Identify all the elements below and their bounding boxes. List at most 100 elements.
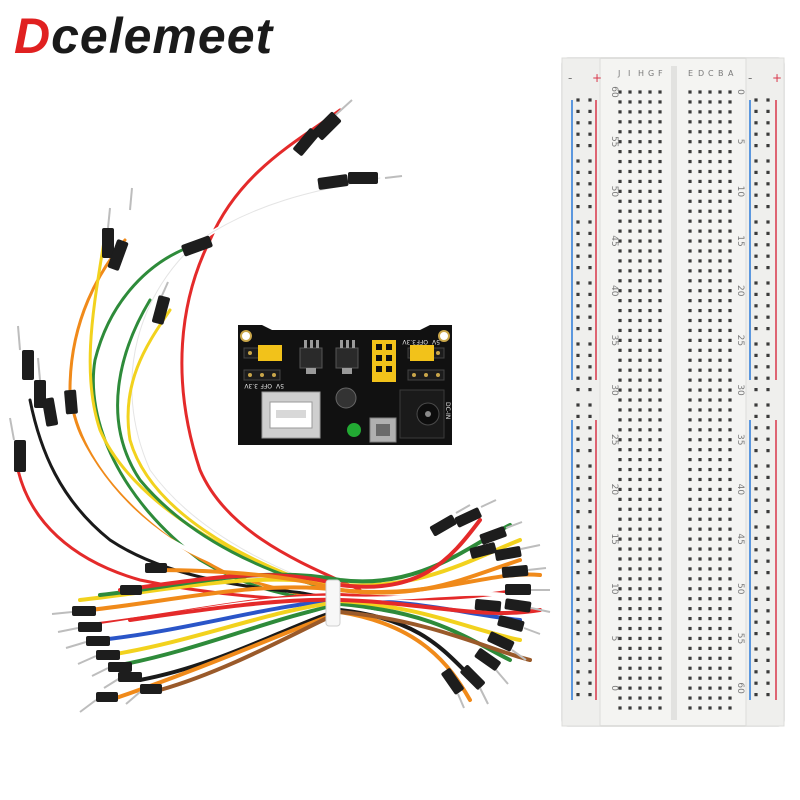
breadboard-hole [728,110,732,114]
breadboard-hole [628,636,632,641]
breadboard-hole [718,209,722,213]
breadboard-hole [638,537,642,541]
breadboard-hole [698,497,702,501]
breadboard-hole [638,607,642,611]
breadboard-hole [648,179,652,184]
breadboard-hole [628,696,632,700]
breadboard-hole [618,169,622,174]
rail-hole [588,586,592,590]
breadboard-hole [658,577,662,581]
breadboard-hole [638,616,642,621]
breadboard-hole [728,577,732,581]
column-number-right: 0 [735,89,745,95]
breadboard-hole [688,318,692,323]
breadboard-hole [658,567,662,571]
rail-hole [766,388,770,392]
rail-hole [754,98,758,102]
breadboard-hole [618,458,622,462]
rail-hole [576,437,580,441]
breadboard-hole [638,299,642,303]
breadboard-hole [698,378,702,382]
breadboard-hole [648,289,652,293]
breadboard-hole [638,269,642,273]
breadboard-hole [618,676,622,680]
rail-plus-left: + [592,71,602,85]
breadboard-hole [638,497,642,501]
breadboard-hole [698,269,702,273]
breadboard-hole [728,418,732,422]
breadboard-hole [658,686,662,690]
breadboard-hole [698,189,702,193]
rail-hole [766,475,770,479]
breadboard-hole [618,289,622,293]
rail-hole [766,254,770,258]
breadboard-hole [628,169,632,174]
breadboard-hole [718,646,722,650]
breadboard-hole [718,418,722,422]
breadboard-hole [698,676,702,680]
breadboard-hole [708,656,712,660]
rail-hole [754,525,758,529]
breadboard-hole [708,607,712,611]
rail-hole [576,681,580,685]
breadboard-hole [648,368,652,372]
breadboard-hole [708,199,712,203]
breadboard-hole [638,358,642,362]
breadboard-hole [698,308,702,313]
breadboard-hole [658,120,662,124]
rail-hole [576,510,580,514]
breadboard-hole [688,547,692,551]
breadboard-hole [728,299,732,303]
breadboard-hole [648,577,652,581]
breadboard-hole [718,587,722,591]
breadboard-hole [688,636,692,641]
breadboard-hole [658,398,662,402]
breadboard-hole [658,467,662,472]
breadboard-hole [618,209,622,213]
breadboard-hole [658,537,662,541]
breadboard-hole [638,408,642,412]
rail-hole [576,670,580,674]
breadboard-hole [718,130,722,134]
column-number-right: 15 [735,235,745,246]
breadboard-hole [718,388,722,392]
breadboard-hole [728,408,732,412]
rail-hole [754,182,758,186]
breadboard-hole [698,438,702,442]
breadboard-hole [688,388,692,392]
breadboard-hole [708,100,712,104]
breadboard-hole [708,140,712,144]
breadboard-hole [638,557,642,561]
column-number-left: 50 [609,186,619,198]
breadboard-hole [658,289,662,293]
breadboard-hole [728,368,732,372]
rail-hole [588,388,592,392]
breadboard-hole [708,398,712,402]
rail-hole [766,121,770,125]
breadboard-hole [688,378,692,382]
breadboard-hole [648,209,652,213]
rail-hole [588,182,592,186]
breadboard-hole [688,239,692,243]
breadboard-hole [658,418,662,422]
rail-hole [576,693,580,697]
rail-hole [588,559,592,563]
breadboard-hole [688,209,692,213]
breadboard-hole [628,458,632,462]
rail-hole [576,144,580,148]
breadboard-hole [658,497,662,501]
breadboard-hole [648,169,652,174]
breadboard-hole [638,318,642,323]
rail-hole [754,170,758,174]
breadboard-hole [718,567,722,571]
breadboard-hole [688,140,692,144]
breadboard-hole [708,120,712,124]
power-supply-module: 3.3V OFF 5V 3.3V OFF 5V DC-IN [238,325,452,445]
breadboard-hole [628,428,632,432]
rail-hole [576,414,580,418]
rail-hole [754,403,758,407]
breadboard-hole [628,626,632,631]
rail-hole [576,464,580,468]
breadboard-hole [618,269,622,273]
rail-hole [588,548,592,552]
